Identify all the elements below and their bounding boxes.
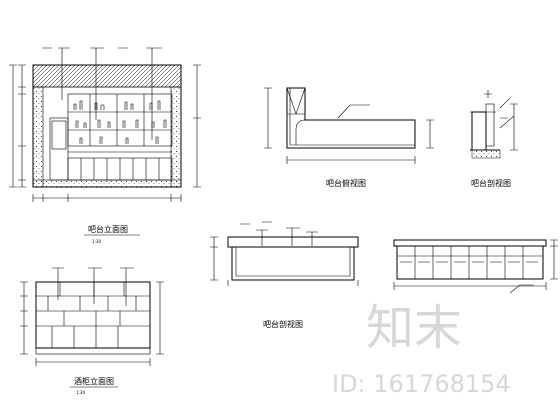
elevation-top-hatch — [32, 64, 182, 88]
cabinet-elevation-scale: 1:30 — [76, 390, 85, 395]
cabinet-dimensions — [20, 281, 164, 366]
display-shelves — [68, 94, 172, 146]
side-section-title: 吧台剖视图 — [471, 178, 511, 188]
side-section-front — [485, 103, 495, 147]
section-view-title: 吧台剖视图 — [263, 319, 303, 329]
watermark-logo-text: 知末 — [366, 300, 462, 356]
back-view-panels — [397, 246, 543, 279]
back-view-body — [396, 245, 544, 280]
back-view-dimensions — [393, 239, 558, 294]
elevation-base — [32, 179, 182, 188]
back-view-top — [393, 239, 547, 247]
section-body — [231, 247, 355, 281]
cabinet-elevation-view: 酒柜立面图 1:30 — [20, 267, 164, 395]
top-view-dimensions — [264, 87, 434, 164]
elevation-door-panel — [51, 120, 67, 150]
cabinet-shelves — [36, 282, 150, 348]
side-section-leaders — [484, 90, 515, 129]
section-dimensions — [210, 236, 359, 286]
cabinet-leaders — [52, 267, 134, 306]
elevation-left-wall — [32, 86, 44, 188]
side-section-cabinet — [471, 111, 487, 151]
elevation-right-wall — [170, 86, 182, 188]
section-view: 吧台剖视图 — [210, 221, 359, 329]
cabinet-elevation-title: 酒柜立面图 — [74, 376, 114, 386]
elevation-leader-lines — [42, 47, 162, 140]
front-elevation-view: 吧台立面图 1:30 — [9, 47, 201, 244]
side-section-view: 吧台剖视图 — [470, 90, 518, 188]
front-elevation-scale: 1:30 — [92, 239, 101, 244]
elevation-dimensions — [9, 64, 201, 202]
side-section-base — [471, 149, 501, 159]
display-shelf-frame — [67, 93, 173, 147]
front-elevation-title: 吧台立面图 — [88, 224, 128, 234]
elevation-door — [49, 117, 69, 181]
bar-counter-plan-outer — [286, 87, 416, 149]
section-leaders — [240, 221, 318, 246]
top-view-title: 吧台俯视图 — [326, 178, 366, 188]
back-view — [393, 239, 558, 294]
watermark-id-text: ID: 161768154 — [332, 370, 511, 398]
cabinet-outline — [35, 281, 151, 349]
top-view: 吧台俯视图 — [264, 87, 434, 188]
section-countertop — [227, 236, 359, 248]
lower-cabinet-doors — [67, 151, 173, 181]
